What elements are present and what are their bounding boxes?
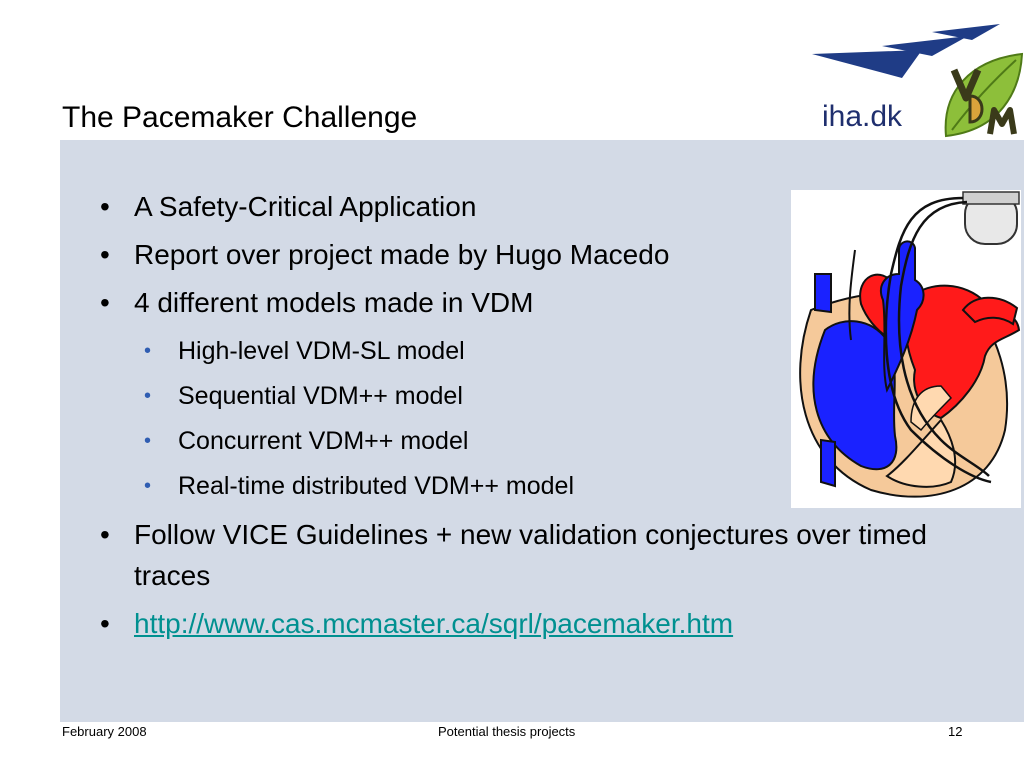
bullet-text: Report over project made by Hugo Macedo [134,239,670,270]
bullet-symbol: • [100,608,110,639]
bullet-text: Follow VICE Guidelines + new validation … [134,519,927,591]
iha-logo: iha.dk [812,22,1004,134]
bullet-symbol: • [100,519,110,550]
pacemaker-link[interactable]: http://www.cas.mcmaster.ca/sqrl/pacemake… [134,608,734,639]
slide-title: The Pacemaker Challenge [62,101,418,134]
sub-bullet-symbol: • [144,430,152,452]
bullet-symbol: • [100,287,110,318]
vdm-leaf-icon [944,52,1024,138]
vdm-logo [940,52,1024,138]
iha-logo-text: iha.dk [822,100,903,133]
sub-bullet-text: High-level VDM-SL model [178,337,465,365]
iha-wings-icon [812,24,1000,78]
sub-bullet-text: Real-time distributed VDM++ model [178,472,574,500]
content-panel: • A Safety-Critical Application • Report… [60,140,1024,722]
sub-bullet-symbol: • [144,475,152,497]
footer-page-number: 12 [948,724,963,739]
sub-bullet-symbol: • [144,385,152,407]
heart-illustration-icon [791,190,1021,508]
footer-center-text: Potential thesis projects [438,724,576,739]
footer-date: February 2008 [62,724,147,739]
bullet-text: A Safety-Critical Application [134,191,477,222]
sub-bullet-text: Concurrent VDM++ model [178,427,469,455]
bullet-symbol: • [100,191,110,222]
bullet-symbol: • [100,239,110,270]
sub-bullet-symbol: • [144,340,152,362]
pacemaker-heart-image [791,190,1021,508]
sub-bullet-text: Sequential VDM++ model [178,382,463,410]
bullet-text: 4 different models made in VDM [134,287,534,318]
